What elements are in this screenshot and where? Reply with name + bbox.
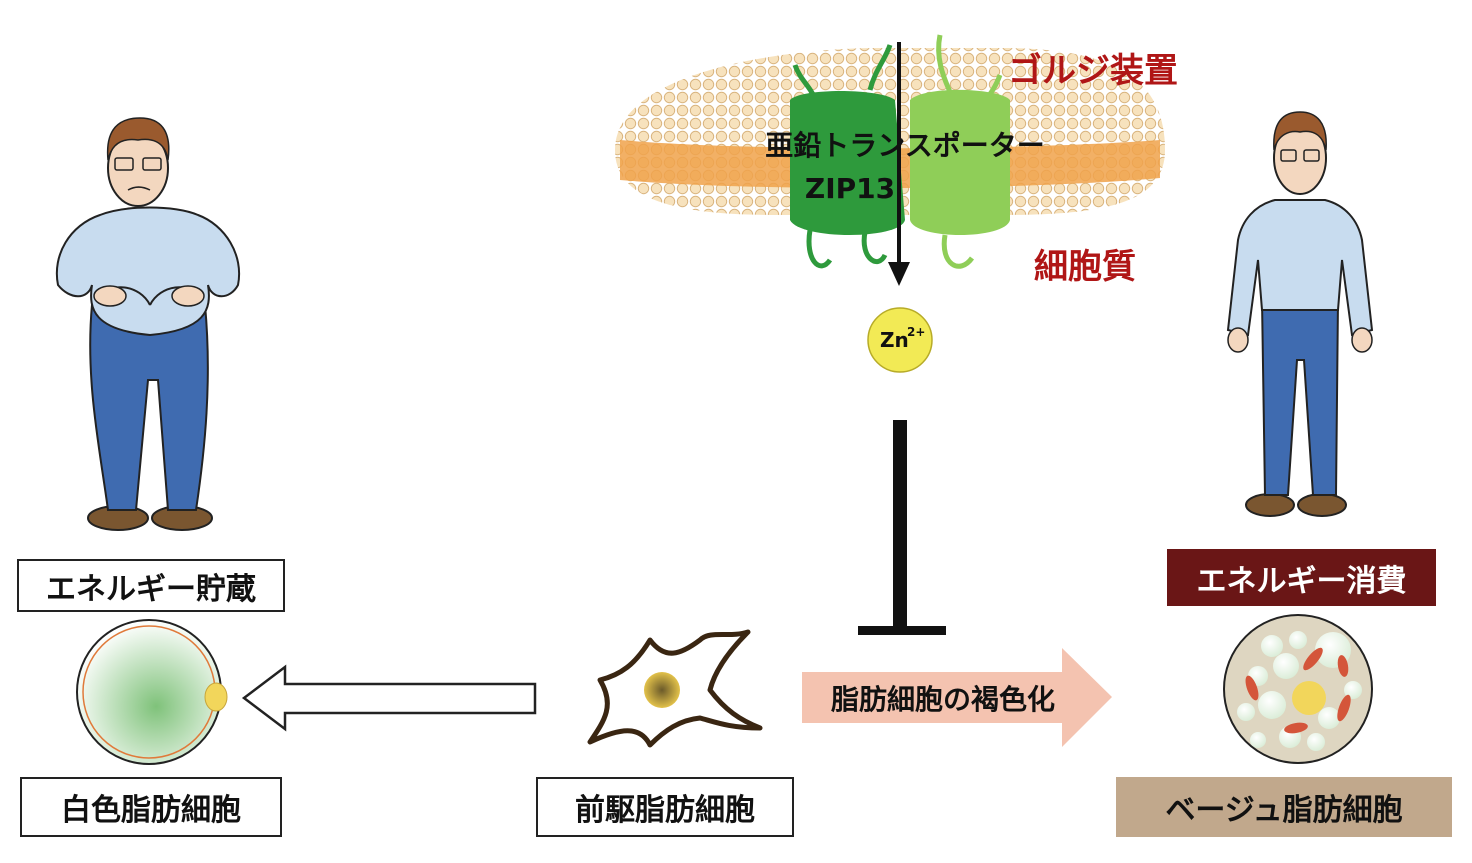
beige-adipocyte-illustration [1223, 614, 1373, 764]
beige-adipocyte-label: ベージュ脂肪細胞 [1116, 777, 1452, 837]
zinc-charge: 2+ [907, 325, 925, 339]
overweight-person-illustration [55, 117, 241, 531]
zinc-ion: Zn 2+ [867, 307, 933, 373]
zinc-transporter-label: 亜鉛トランスポーター [765, 129, 1045, 162]
inhibition-symbol [858, 420, 946, 635]
white-adipocyte-label: 白色脂肪細胞 [20, 777, 282, 837]
energy-storage-label: エネルギー貯蔵 [17, 559, 285, 612]
cytoplasm-label: 細胞質 [1034, 246, 1136, 287]
white-adipocyte-illustration [76, 619, 228, 765]
preadipocyte-label: 前駆脂肪細胞 [536, 777, 794, 837]
browning-arrow [802, 648, 1112, 747]
browning-label: 脂肪細胞の褐色化 [830, 683, 1055, 716]
preadipocyte-illustration [587, 629, 763, 748]
golgi-label: ゴルジ装置 [1008, 50, 1178, 91]
differentiation-arrow [241, 664, 537, 732]
zip13-transporter [790, 34, 1010, 269]
zinc-transport-arrow [888, 42, 910, 286]
slim-person-illustration [1226, 111, 1374, 517]
zinc-symbol: Zn [880, 328, 909, 352]
energy-consumption-label: エネルギー消費 [1167, 549, 1436, 606]
zip13-label: ZIP13 [804, 171, 896, 205]
